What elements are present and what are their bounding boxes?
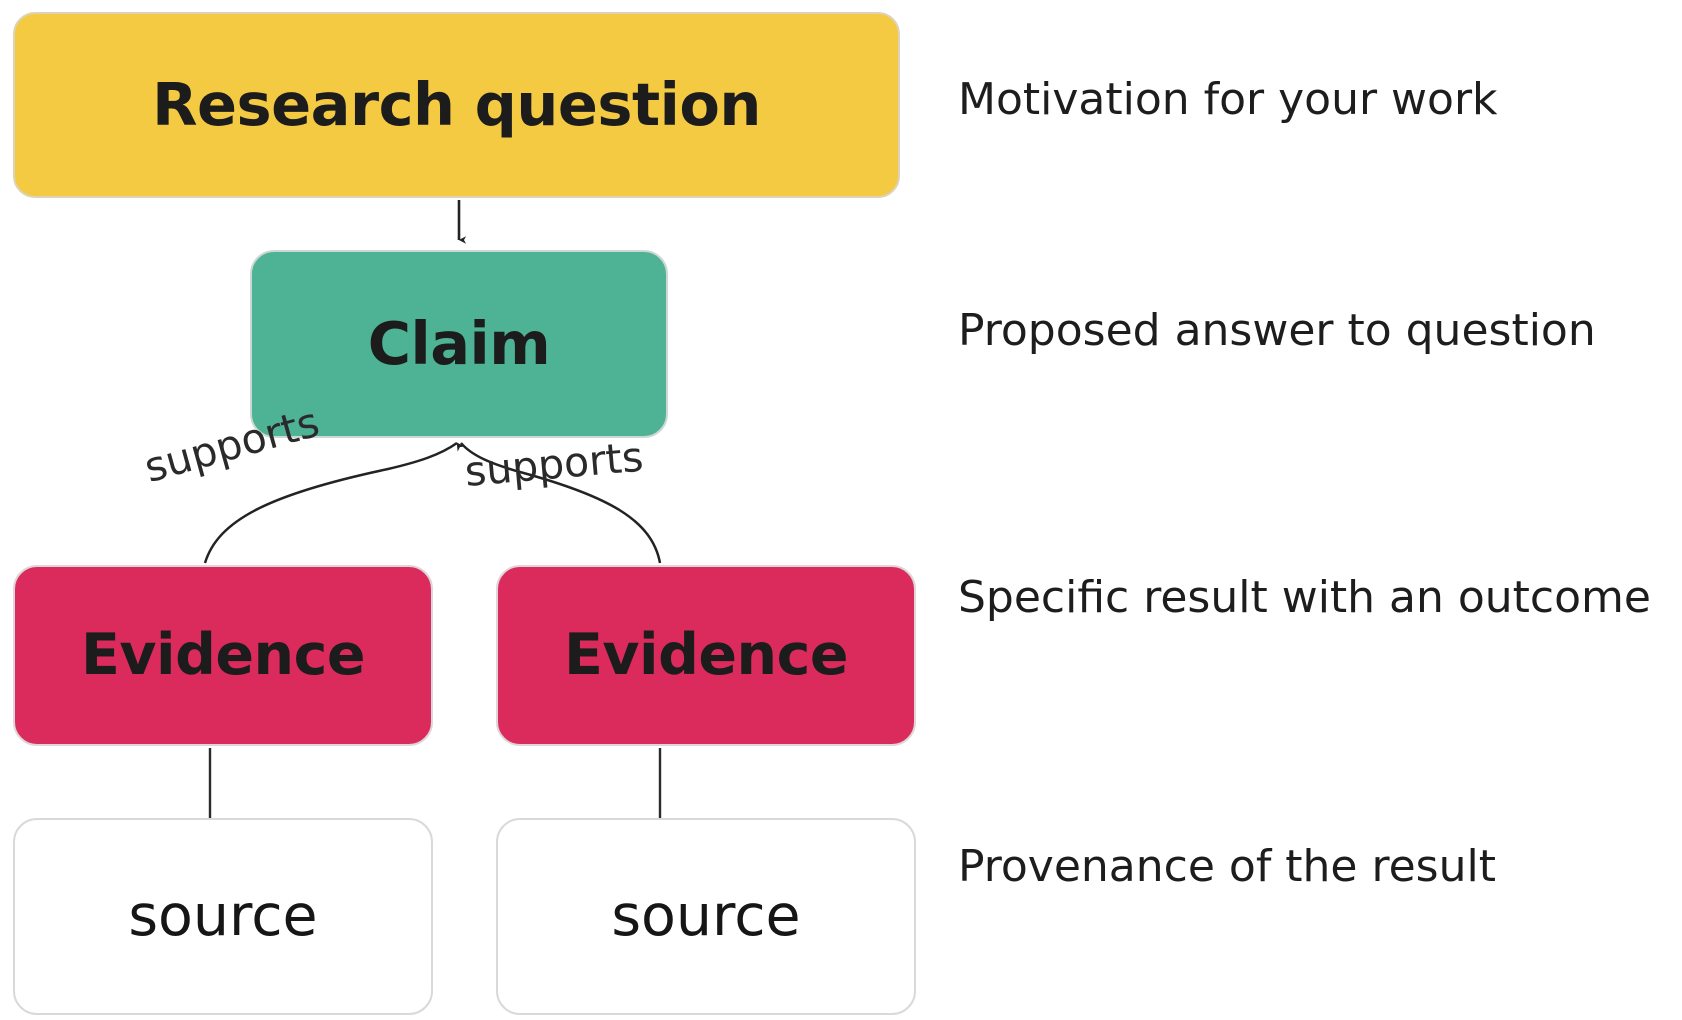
node-evidence-right[interactable]: Evidence — [496, 565, 916, 746]
annotation-evidence: Specific result with an outcome — [958, 572, 1651, 623]
node-evidence-left[interactable]: Evidence — [13, 565, 433, 746]
node-source-right-label: source — [611, 882, 801, 949]
annotation-source: Provenance of the result — [958, 841, 1496, 892]
node-research-question-label: Research question — [152, 70, 761, 140]
node-evidence-right-label: Evidence — [563, 621, 849, 688]
node-evidence-left-label: Evidence — [80, 621, 366, 688]
node-claim-label: Claim — [367, 309, 551, 379]
edge-label-supports-left: supports — [139, 397, 325, 492]
node-source-left[interactable]: source — [13, 818, 433, 1015]
edge-label-supports-right: supports — [462, 432, 646, 496]
node-source-left-label: source — [128, 882, 318, 949]
node-claim[interactable]: Claim — [250, 250, 668, 438]
annotation-research-question: Motivation for your work — [958, 74, 1498, 125]
annotation-claim: Proposed answer to question — [958, 305, 1596, 356]
node-research-question[interactable]: Research question — [13, 12, 900, 198]
node-source-right[interactable]: source — [496, 818, 916, 1015]
